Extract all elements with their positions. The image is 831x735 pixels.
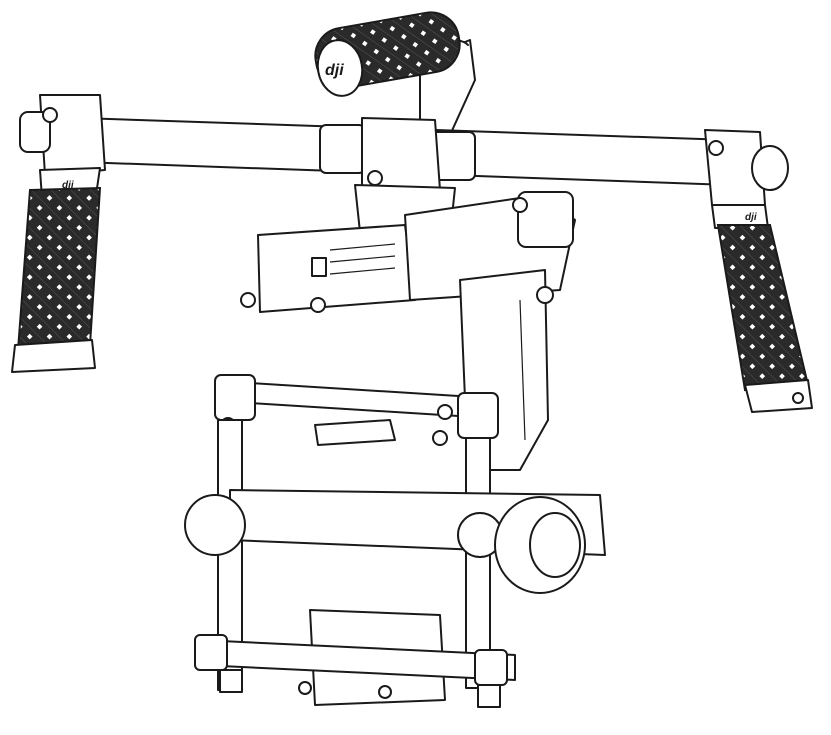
cage-upper (215, 375, 498, 445)
right-handle: dji (705, 130, 812, 412)
left-handle: dji (12, 95, 105, 372)
right-knob-icon[interactable] (709, 141, 723, 155)
left-knob-icon[interactable] (43, 108, 57, 122)
right-grip[interactable] (718, 225, 808, 390)
arm-knob-icon[interactable] (537, 287, 553, 303)
pitch-motor (495, 497, 585, 593)
top-handle-logo: dji (325, 62, 344, 79)
top-handle: dji (311, 8, 475, 135)
right-grip-logo: dji (745, 212, 757, 223)
clamp-knob-icon[interactable] (368, 171, 382, 185)
left-grip[interactable] (18, 188, 100, 350)
